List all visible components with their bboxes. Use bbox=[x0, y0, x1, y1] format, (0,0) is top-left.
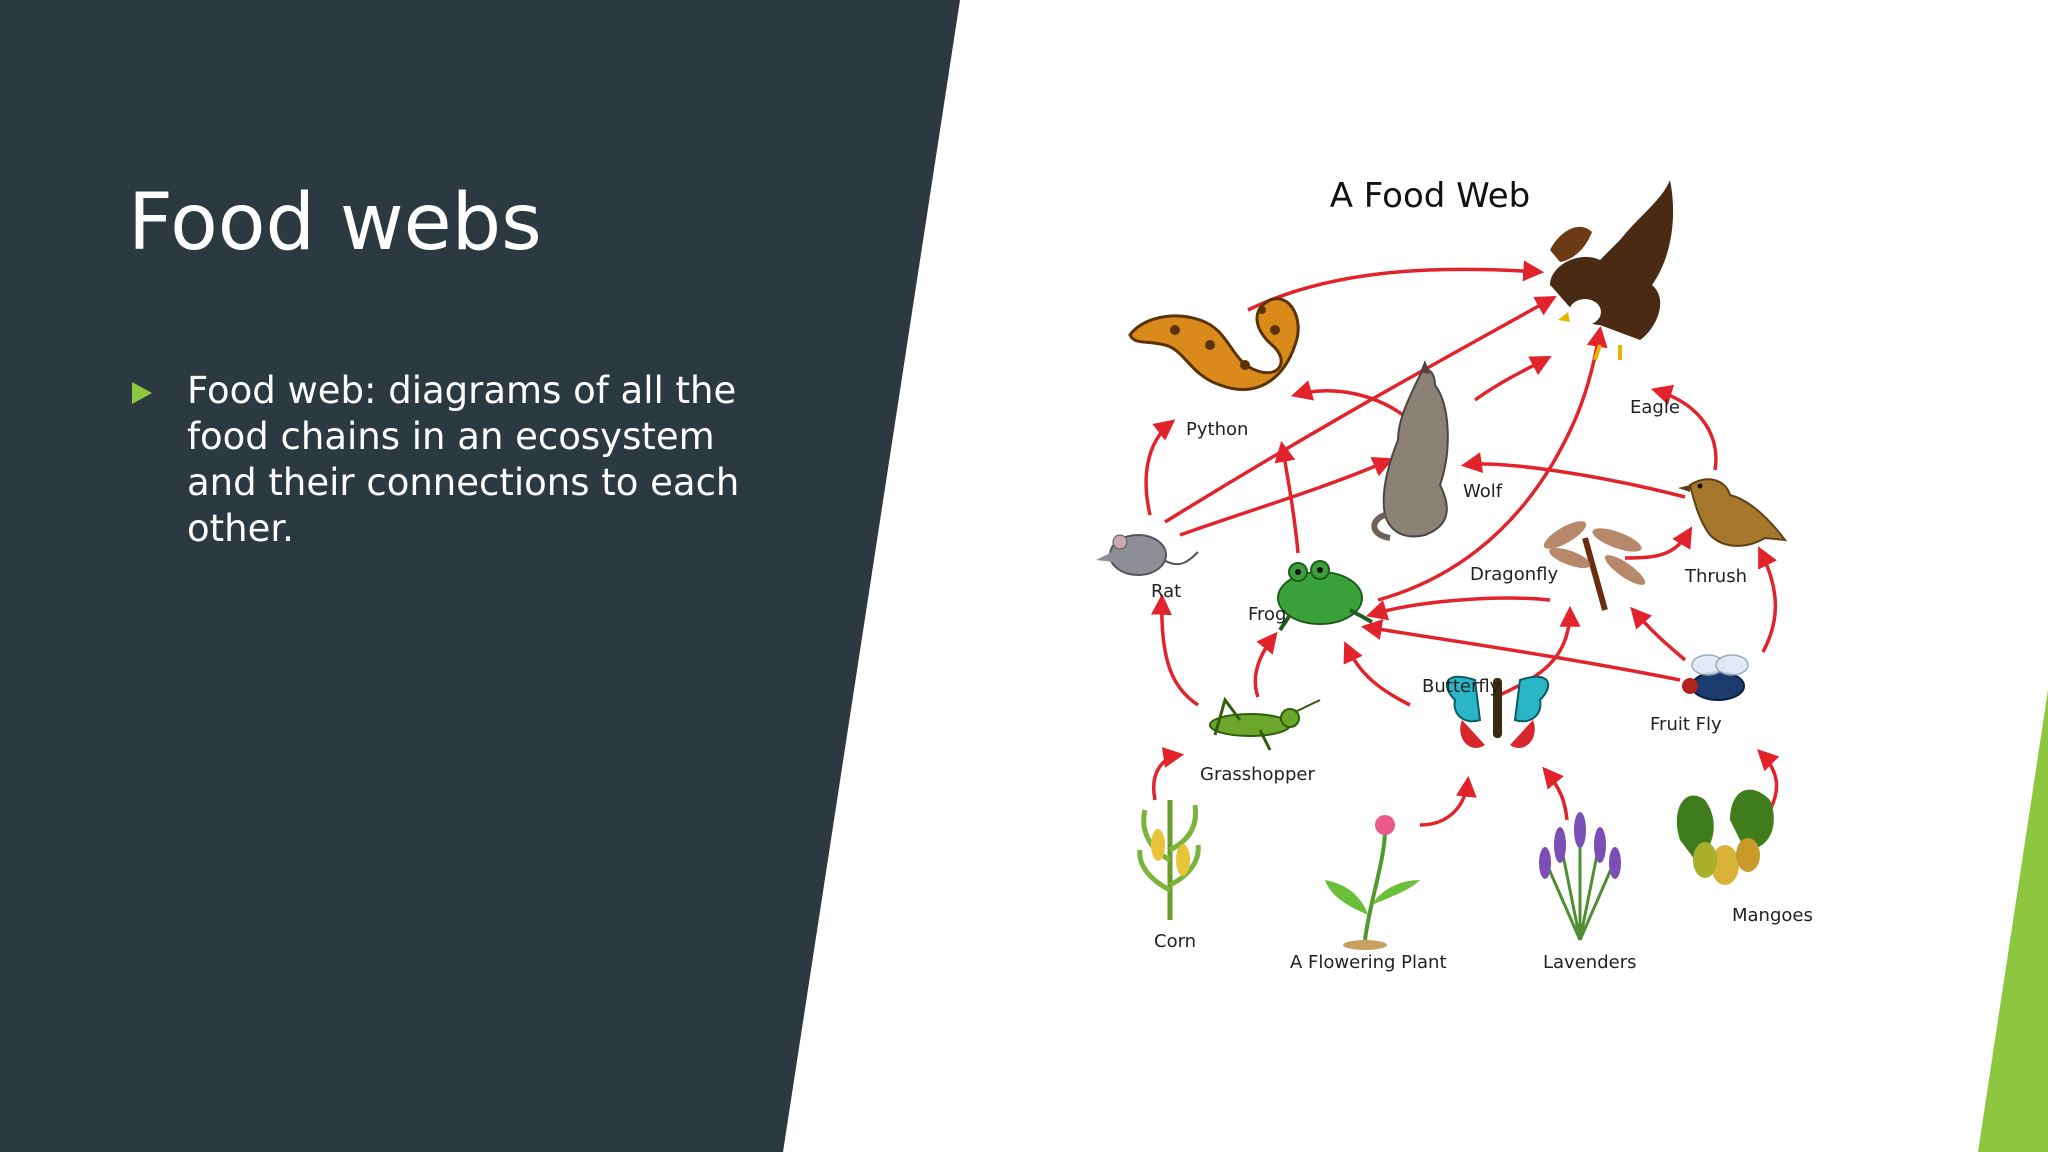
arrow-dragonfly-thrush bbox=[1624, 526, 1693, 560]
grasshopper-icon bbox=[1209, 696, 1321, 751]
python: Python bbox=[1128, 297, 1300, 440]
thrush-label: Thrush bbox=[1684, 566, 1747, 587]
butterfly: Butterfly bbox=[1422, 675, 1550, 748]
butterfly-label: Butterfly bbox=[1422, 676, 1501, 697]
flowering-plant-icon bbox=[1325, 815, 1420, 950]
wolf-label: Wolf bbox=[1463, 481, 1503, 502]
corn-icon bbox=[1137, 800, 1201, 920]
mangoes-icon bbox=[1676, 789, 1774, 885]
dark-panel bbox=[0, 0, 960, 1152]
grasshopper: Grasshopper bbox=[1200, 696, 1321, 785]
food-web-title: A Food Web bbox=[1330, 176, 1531, 216]
dragonfly-icon bbox=[1543, 521, 1646, 611]
arrow-dragonfly-frog bbox=[1365, 596, 1551, 621]
arrow-python-eagle bbox=[1247, 260, 1545, 312]
arrow-lavenders-butterfly bbox=[1542, 766, 1569, 821]
rat-label: Rat bbox=[1151, 581, 1181, 602]
arrow-rat-wolf bbox=[1179, 456, 1394, 537]
arrow-fruit-fly-thrush bbox=[1758, 546, 1778, 653]
python-icon bbox=[1128, 297, 1300, 391]
arrow-frog-python bbox=[1274, 440, 1300, 554]
arrow-corn-grasshopper bbox=[1152, 747, 1185, 801]
lavenders: Lavenders bbox=[1539, 812, 1636, 973]
bullet-triangle-icon bbox=[132, 382, 152, 404]
corn: Corn bbox=[1137, 800, 1201, 952]
wolf: Wolf bbox=[1371, 360, 1503, 541]
arrow-grasshopper-rat bbox=[1151, 593, 1199, 707]
thrush: Thrush bbox=[1678, 478, 1788, 587]
arrow-frog-eagle bbox=[1377, 325, 1608, 602]
arrow-mangoes-fruit-fly bbox=[1757, 749, 1780, 811]
fruit-fly: Fruit Fly bbox=[1650, 654, 1749, 735]
mangoes: Mangoes bbox=[1676, 789, 1813, 926]
grasshopper-label: Grasshopper bbox=[1200, 764, 1315, 785]
arrow-rat-python bbox=[1144, 419, 1176, 516]
wolf-icon bbox=[1371, 360, 1449, 541]
dragonfly-label: Dragonfly bbox=[1470, 564, 1558, 585]
flowering-plant-label: A Flowering Plant bbox=[1290, 952, 1447, 973]
arrow-fruit-fly-dragonfly bbox=[1630, 606, 1687, 662]
mangoes-label: Mangoes bbox=[1732, 905, 1813, 926]
frog-icon bbox=[1277, 560, 1373, 632]
green-accent-stripe bbox=[1978, 690, 2048, 1152]
food-web-arrows bbox=[1144, 260, 1780, 827]
flowering-plant: A Flowering Plant bbox=[1290, 815, 1447, 973]
corn-label: Corn bbox=[1154, 931, 1196, 952]
dragonfly: Dragonfly bbox=[1470, 521, 1646, 611]
frog: Frog bbox=[1248, 560, 1373, 632]
bullet-list: Food web: diagrams of all the food chain… bbox=[130, 368, 770, 552]
arrow-butterfly-dragonfly bbox=[1499, 605, 1581, 697]
arrow-grasshopper-frog bbox=[1253, 631, 1278, 698]
rat-icon bbox=[1096, 534, 1199, 576]
fruit-fly-label: Fruit Fly bbox=[1650, 714, 1722, 735]
arrow-flowering-plant-butterfly bbox=[1419, 775, 1477, 827]
lavenders-icon bbox=[1539, 812, 1621, 941]
rat: Rat bbox=[1096, 534, 1199, 602]
arrow-butterfly-frog bbox=[1343, 641, 1411, 707]
frog-label: Frog bbox=[1248, 604, 1287, 625]
arrow-rat-eagle bbox=[1164, 295, 1557, 524]
lavenders-label: Lavenders bbox=[1543, 952, 1636, 973]
eagle: Eagle bbox=[1550, 180, 1680, 418]
eagle-label: Eagle bbox=[1630, 397, 1680, 418]
food-web-diagram: A Food Web Eagle bbox=[1096, 176, 1813, 973]
thrush-icon bbox=[1678, 478, 1788, 547]
arrow-thrush-wolf bbox=[1460, 452, 1686, 499]
python-label: Python bbox=[1186, 419, 1248, 440]
bullet-text: Food web: diagrams of all the food chain… bbox=[187, 369, 740, 550]
arrow-fruit-fly-frog bbox=[1360, 619, 1681, 682]
arrow-thrush-eagle bbox=[1650, 384, 1718, 471]
slide-title: Food webs bbox=[128, 178, 542, 268]
bullet-item: Food web: diagrams of all the food chain… bbox=[130, 368, 770, 552]
fruit-fly-icon bbox=[1682, 654, 1749, 701]
eagle-icon bbox=[1550, 180, 1674, 361]
butterfly-icon bbox=[1445, 675, 1550, 748]
arrow-wolf-eagle bbox=[1473, 356, 1552, 402]
